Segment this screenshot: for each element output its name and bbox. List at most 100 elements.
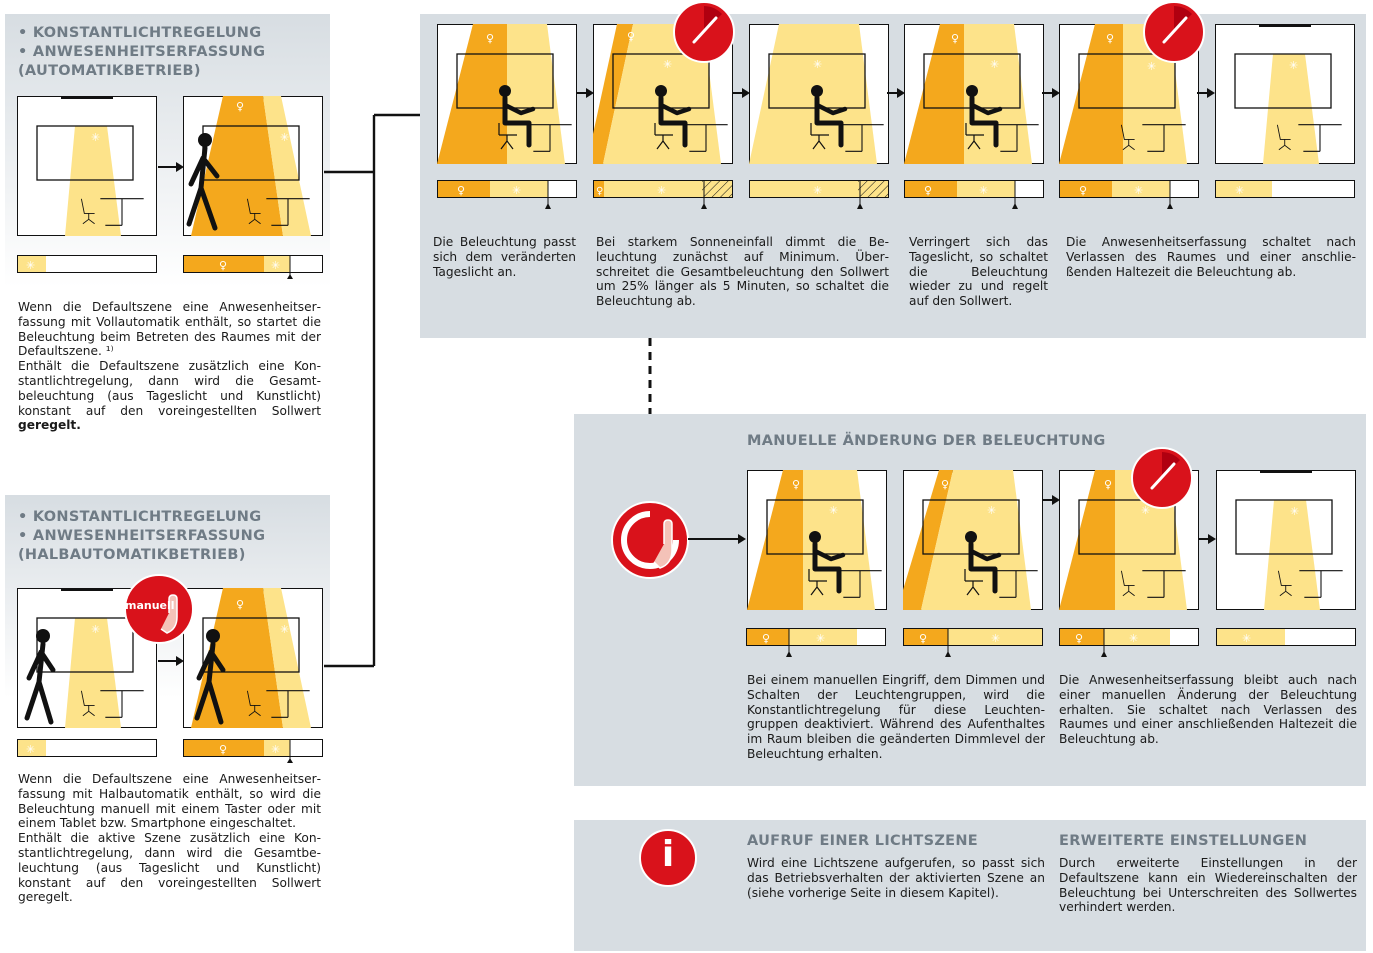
auto-description-bold: geregelt.: [18, 418, 81, 433]
info-icon-glyph: i: [661, 834, 675, 875]
svg-text:✳: ✳: [1289, 59, 1298, 72]
manual-flow-arrow-start: [688, 534, 746, 544]
auto-section-heading: • KONSTANTLICHTREGELUNG • ANWESENHEITSER…: [18, 24, 265, 81]
svg-text:♀: ♀: [219, 743, 227, 756]
svg-text:♀: ♀: [486, 32, 494, 45]
timer-icon: [1131, 447, 1193, 509]
top-flow-arrow-5: [1197, 88, 1215, 98]
svg-text:♀: ♀: [951, 32, 959, 45]
info-text-left: Wird eine Lichtszene aufgerufen, so pass…: [747, 856, 1045, 900]
svg-text:♀: ♀: [919, 632, 927, 645]
auto-light-level-bar-1: ✳: [17, 255, 157, 273]
info-text-right: Durch erweiterte Einstellungen in der De…: [1059, 856, 1357, 915]
svg-text:♀: ♀: [1079, 184, 1087, 197]
manual-badge-label: manuell: [125, 599, 175, 612]
semi-scene-person-enters: ✳: [17, 588, 157, 728]
top-scene-4: ♀ ✳: [904, 24, 1044, 164]
svg-text:♀: ♀: [457, 184, 465, 197]
svg-text:♀: ♀: [236, 598, 244, 611]
top-light-level-bar-2: ♀ ✳: [593, 180, 733, 209]
auto-heading-line-3: (AUTOMATIKBETRIEB): [18, 63, 201, 79]
svg-text:♀: ♀: [792, 478, 800, 491]
svg-text:✳: ✳: [91, 131, 100, 144]
auto-description-p2: Enthält die Defaultszene zusätzlich eine…: [18, 359, 321, 418]
svg-text:✳: ✳: [663, 58, 672, 71]
top-light-level-bar-5: ♀ ✳: [1059, 180, 1199, 209]
auto-scene-person-enters: ♀ ✳: [183, 96, 323, 236]
svg-text:♀: ♀: [219, 259, 227, 272]
svg-text:♀: ♀: [627, 30, 635, 43]
svg-text:♀: ♀: [1075, 632, 1083, 645]
semi-description-p2: Enthält die aktive Szene zusätzlich eine…: [18, 831, 321, 905]
svg-text:✳: ✳: [991, 632, 1000, 645]
semi-description: Wenn die Defaultszene eine Anwesenheitse…: [18, 772, 321, 905]
svg-text:♀: ♀: [236, 100, 244, 113]
top-caption-1: Die Beleuchtung passt sich dem verän­der…: [433, 235, 576, 279]
auto-heading-line-2: • ANWESENHEITSERFASSUNG: [18, 44, 266, 60]
top-caption-3: Verringert sich das Tageslicht, so schal…: [909, 235, 1048, 309]
svg-text:✳: ✳: [987, 504, 996, 517]
semi-light-level-bar-2: ♀ ✳: [183, 739, 323, 763]
auto-flow-arrow: [158, 162, 184, 172]
info-icon: i: [638, 828, 698, 888]
svg-text:♀: ♀: [924, 184, 932, 197]
svg-text:✳: ✳: [271, 743, 280, 756]
svg-text:✳: ✳: [271, 259, 280, 272]
svg-text:✳: ✳: [813, 184, 822, 197]
svg-text:✳: ✳: [26, 743, 35, 756]
info-panel-background: [574, 820, 1366, 951]
semi-light-level-bar-1: ✳: [17, 739, 157, 757]
manual-flow-arrow-2: [1042, 495, 1060, 505]
svg-text:♀: ♀: [596, 186, 603, 197]
svg-text:♀: ♀: [1104, 478, 1112, 491]
svg-text:✳: ✳: [1134, 184, 1143, 197]
auto-description-p1: Wenn die Defaultszene eine Anwesenheitse…: [18, 300, 321, 359]
svg-text:✳: ✳: [280, 623, 289, 636]
manual-caption-left: Bei einem manuellen Eingriff, dem Dimmen…: [747, 673, 1045, 761]
top-scene-1: ♀: [437, 24, 577, 164]
semi-heading-line-1: • KONSTANTLICHTREGELUNG: [18, 509, 262, 525]
manual-scene-4: ✳: [1216, 470, 1356, 610]
top-scene-3: ✳: [749, 24, 889, 164]
svg-text:✳: ✳: [657, 184, 666, 197]
semi-flow-arrow: [158, 656, 184, 666]
top-light-level-bar-3: ✳: [749, 180, 889, 209]
manual-caption-right: Die Anwesenheitserfassung bleibt auch na…: [1059, 673, 1357, 747]
top-flow-arrow-2: [732, 88, 750, 98]
svg-text:✳: ✳: [1141, 504, 1150, 517]
semi-heading-line-2: • ANWESENHEITSERFASSUNG: [18, 528, 266, 544]
svg-text:✳: ✳: [990, 58, 999, 71]
auto-scene-empty-room: ✳: [17, 96, 157, 236]
manual-flow-arrow-3: [1198, 534, 1216, 544]
svg-text:✳: ✳: [816, 632, 825, 645]
semi-description-p1: Wenn die Defaultszene eine Anwesenheitse…: [18, 772, 321, 831]
svg-text:✳: ✳: [91, 623, 100, 636]
semi-section-heading: • KONSTANTLICHTREGELUNG • ANWESENHEITSER…: [18, 508, 265, 565]
manual-touch-icon[interactable]: [610, 500, 690, 580]
auto-heading-line-1: • KONSTANTLICHTREGELUNG: [18, 25, 262, 41]
manual-light-level-bar-2: ♀ ✳: [903, 628, 1043, 657]
top-flow-arrow-4: [1042, 88, 1060, 98]
manual-scene-1: ♀ ✳: [747, 470, 887, 610]
svg-text:✳: ✳: [813, 58, 822, 71]
top-flow-arrow-1: [576, 88, 594, 98]
svg-text:♀: ♀: [762, 632, 770, 645]
svg-text:✳: ✳: [1242, 632, 1251, 645]
svg-text:✳: ✳: [26, 259, 35, 272]
svg-text:✳: ✳: [829, 504, 838, 517]
svg-text:✳: ✳: [1235, 184, 1244, 197]
top-light-level-bar-4: ♀ ✳: [904, 180, 1044, 209]
top-caption-4: Die Anwesenheitserfassung schaltet nach …: [1066, 235, 1356, 279]
svg-text:✳: ✳: [1129, 632, 1138, 645]
top-scene-6: ✳: [1215, 24, 1355, 164]
top-light-level-bar-1: ♀ ✳: [437, 180, 577, 209]
svg-text:✳: ✳: [1290, 505, 1299, 518]
timer-icon: [673, 1, 735, 63]
manual-scene-2: ♀ ✳: [903, 470, 1043, 610]
top-flow-arrow-3: [887, 88, 905, 98]
top-caption-2: Bei starkem Sonneneinfall dimmt die Be­l…: [596, 235, 889, 309]
info-heading-left: AUFRUF EINER LICHTSZENE: [747, 833, 979, 849]
manual-light-level-bar-1: ♀ ✳: [746, 628, 886, 657]
top-panel-background: [420, 14, 1366, 338]
svg-text:♀: ♀: [941, 478, 949, 491]
